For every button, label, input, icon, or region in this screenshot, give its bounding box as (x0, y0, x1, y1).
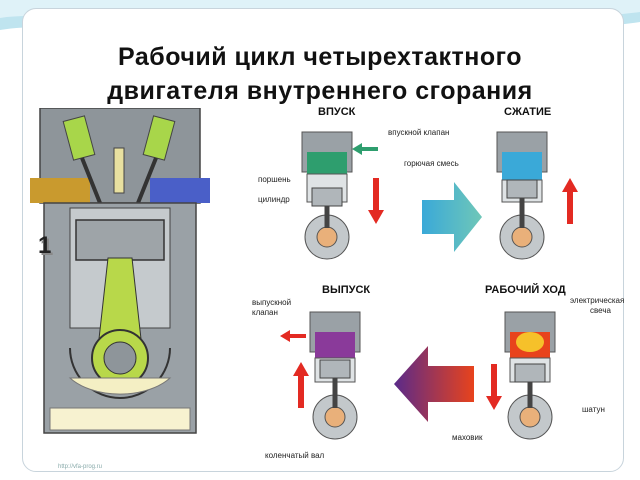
compression-cylinder-diagram (496, 131, 548, 260)
intake-green-arrow (352, 143, 378, 155)
footer-url: http://vfa-prog.ru (58, 464, 103, 470)
fuel-mixture-label: горючая смесь (404, 159, 459, 168)
piston-label: поршень (258, 175, 291, 184)
intake-cylinder-diagram (301, 131, 353, 260)
flywheel-label: маховик (452, 433, 483, 442)
transition-arrow-right (422, 182, 482, 252)
phase-intake-label: ВПУСК (318, 106, 356, 118)
exhaust-cylinder-diagram (309, 311, 361, 440)
phase-power-label: РАБОЧИЙ ХОД (485, 284, 566, 296)
exhaust-up-arrow (293, 362, 309, 408)
transition-arrow-left (394, 346, 474, 422)
exhaust-red-arrow (280, 330, 306, 342)
step-number: 1 (38, 232, 52, 259)
title-line-1: Рабочий цикл четырехтактного (118, 43, 522, 71)
slide-title: Рабочий цикл четырехтактного двигателя в… (0, 40, 640, 108)
power-down-arrow (486, 364, 502, 410)
phase-exhaust-label: ВЫПУСК (322, 284, 371, 296)
crankshaft-label: коленчатый вал (265, 451, 325, 460)
intake-down-arrow (368, 178, 384, 224)
cylinder-label: цилиндр (258, 195, 290, 204)
exhaust-valve-label-2: клапан (252, 308, 278, 317)
engine-cutaway-illustration (30, 108, 210, 434)
exhaust-valve-label-1: выпускной (252, 298, 292, 307)
spark-plug-label-1: электрическая (570, 296, 625, 305)
power-cylinder-diagram (504, 311, 556, 440)
phase-compression-label: СЖАТИЕ (504, 106, 552, 118)
connecting-rod-label: шатун (582, 405, 605, 414)
title-line-2: двигателя внутреннего сгорания (107, 77, 533, 105)
spark-plug-label-2: свеча (590, 306, 611, 315)
intake-valve-label: впускной клапан (388, 128, 450, 137)
compression-up-arrow (562, 178, 578, 224)
